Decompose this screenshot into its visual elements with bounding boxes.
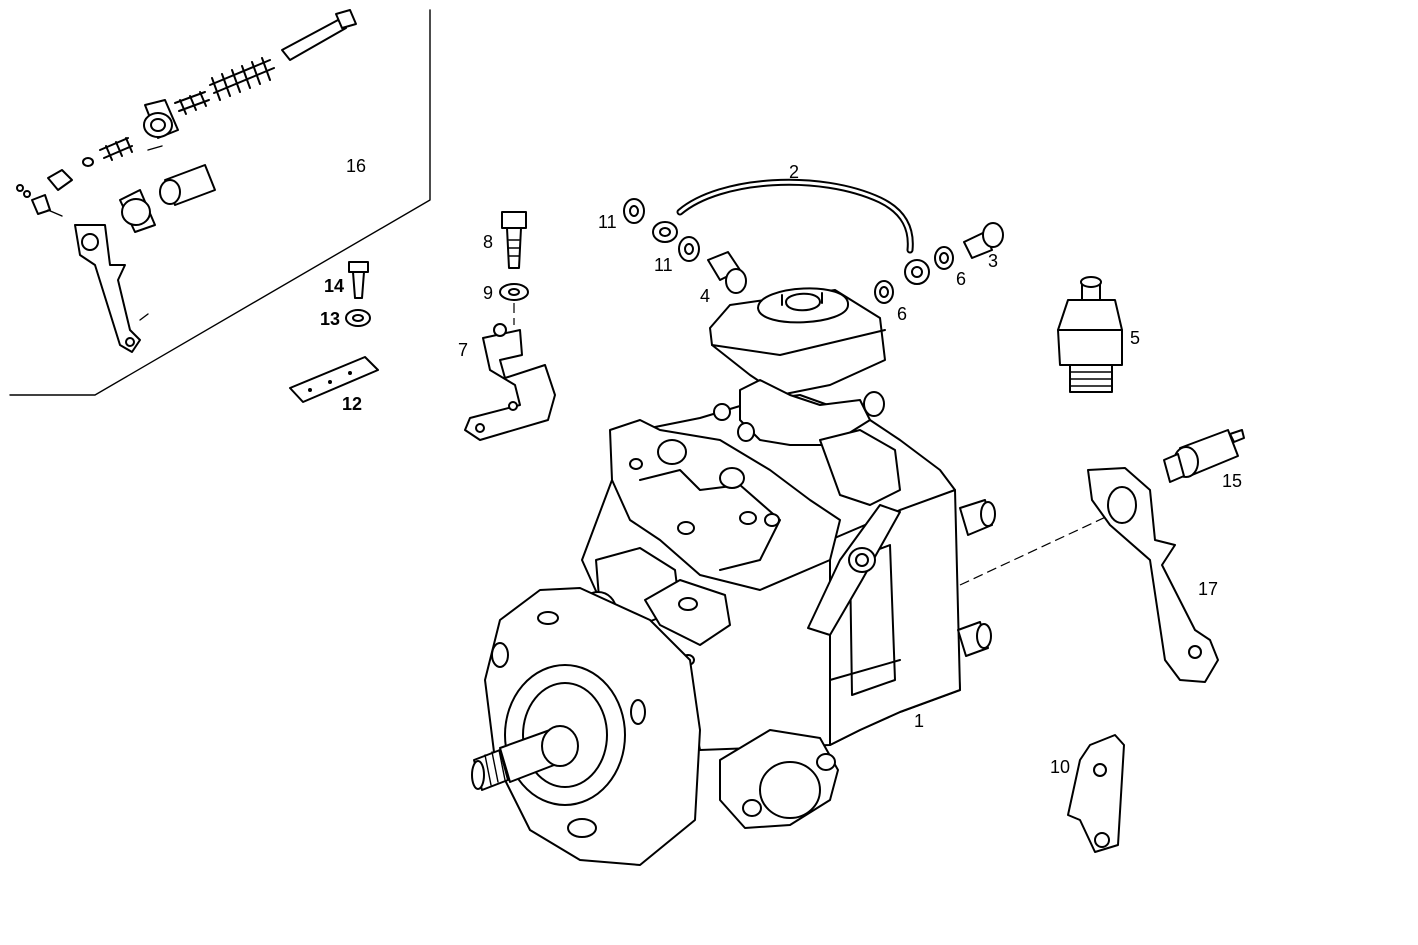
callout-14: 14	[324, 276, 344, 296]
callout-3: 3	[988, 251, 998, 271]
callout-10: 10	[1050, 757, 1070, 777]
part-2-fuel-line	[652, 178, 930, 285]
part-11-washers	[623, 198, 700, 262]
part-8-bolt	[501, 211, 527, 269]
part-17-bracket	[959, 467, 1219, 683]
callout-6: 6	[956, 269, 966, 289]
part-12-plate	[289, 356, 379, 403]
callout-11: 11	[598, 212, 617, 232]
callout-16: 16	[346, 156, 366, 176]
callout-15: 15	[1222, 471, 1242, 491]
part-15-solenoid	[1163, 429, 1245, 483]
callout-4: 4	[700, 286, 710, 306]
callout-17: 17	[1198, 579, 1218, 599]
callout-2: 2	[789, 162, 799, 182]
part-7-bracket	[464, 303, 556, 441]
part-1-injection-pump	[471, 287, 996, 866]
callout-11: 11	[654, 255, 673, 275]
part-3-screw	[963, 222, 1004, 259]
callout-1: 1	[914, 711, 924, 731]
part-13-washer	[345, 309, 371, 327]
callout-8: 8	[483, 232, 493, 252]
part-10-bracket	[1067, 734, 1125, 853]
inset-panel-border	[9, 9, 431, 396]
callout-5: 5	[1130, 328, 1140, 348]
part-4-banjo-bolt	[707, 251, 747, 294]
part-9-washer	[499, 283, 529, 301]
callout-9: 9	[483, 283, 493, 303]
part-14-bolt	[348, 261, 369, 299]
callout-12: 12	[342, 394, 362, 414]
callout-13: 13	[320, 309, 340, 329]
part-5-sensor	[1057, 276, 1123, 393]
callout-7: 7	[458, 340, 468, 360]
part-6-washers	[874, 246, 954, 304]
inset-governor-parts	[16, 9, 357, 353]
callout-6: 6	[897, 304, 907, 324]
callouts: 1 2 3 4 5 6 6 7 8 9 10 11 11 12 13 14 15…	[320, 156, 1242, 777]
